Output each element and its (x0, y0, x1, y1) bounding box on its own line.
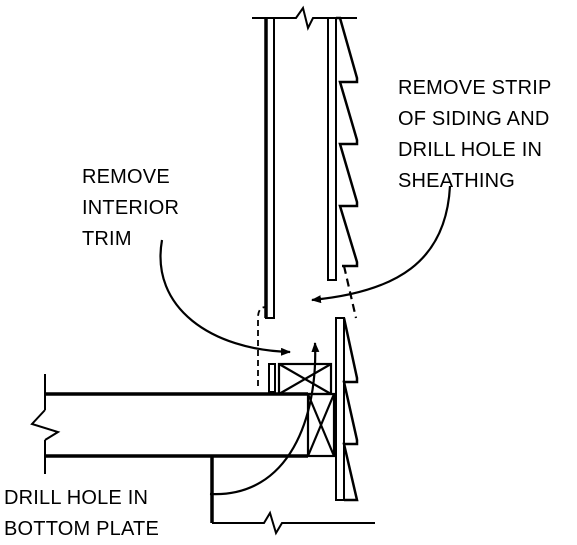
label-remove-siding: REMOVE STRIP OF SIDING AND DRILL HOLE IN… (398, 77, 552, 192)
label-line: INTERIOR (82, 197, 179, 219)
lower-siding (342, 317, 359, 502)
leader-remove-trim (159, 239, 291, 356)
label-line: DRILL HOLE IN (4, 487, 148, 509)
label-line: TRIM (82, 228, 132, 250)
removed-interior-trim (257, 306, 267, 386)
label-line: SHEATHING (398, 170, 515, 192)
label-line: DRILL HOLE IN (398, 139, 542, 161)
bottom-break-line (212, 510, 375, 536)
removed-siding-strip (342, 265, 358, 319)
label-remove-trim: REMOVE INTERIOR TRIM (82, 166, 179, 250)
label-line: REMOVE (82, 166, 170, 188)
leader-remove-siding (311, 185, 452, 304)
label-line: REMOVE STRIP (398, 77, 552, 99)
leader-drill-plate (209, 342, 320, 496)
rim-joist (306, 392, 336, 458)
label-line: OF SIDING AND (398, 108, 550, 130)
lower-sheathing (335, 317, 345, 501)
label-line: BOTTOM PLATE (4, 518, 159, 540)
upper-siding (336, 16, 359, 268)
top-break-line (252, 5, 357, 31)
upper-sheathing (327, 17, 337, 281)
bottom-plate (277, 362, 333, 396)
interior-wall-finish (264, 17, 275, 319)
floor-assembly (30, 374, 308, 523)
label-drill-plate: DRILL HOLE IN BOTTOM PLATE (4, 487, 159, 540)
lower-drywall-stub (268, 363, 276, 393)
